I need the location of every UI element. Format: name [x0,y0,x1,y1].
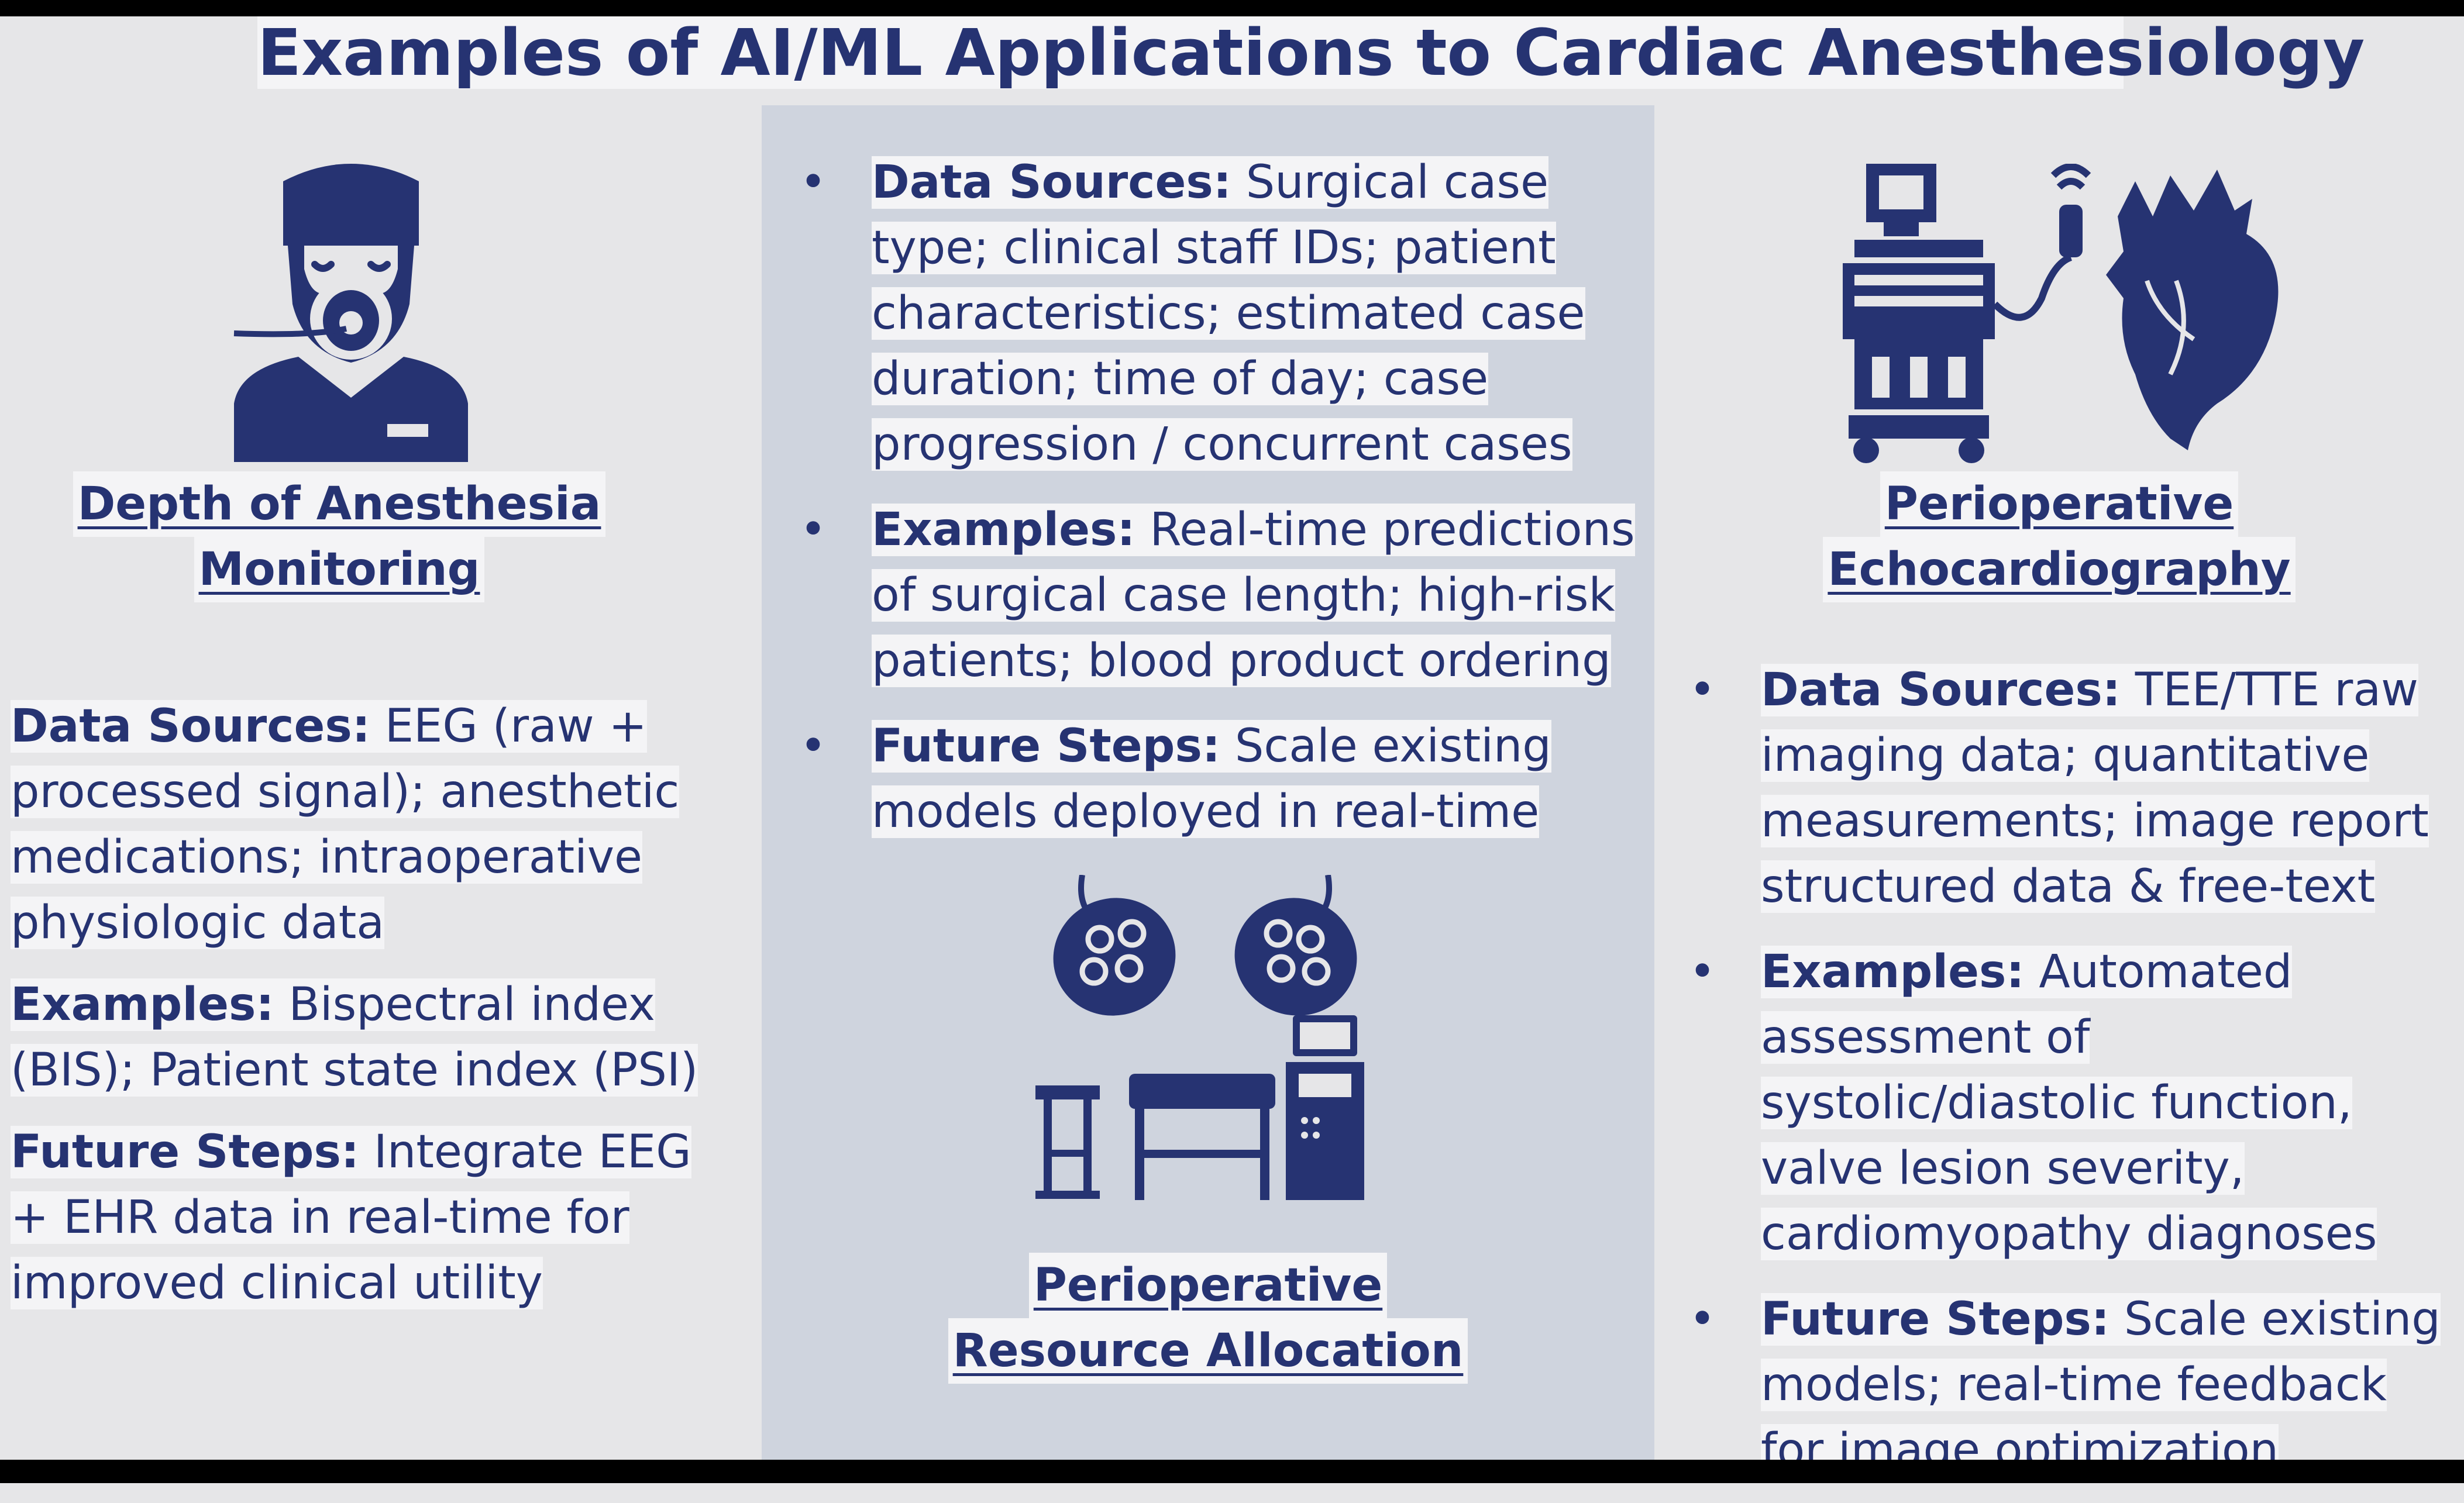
middle-item-text: Real-time predictions of surgical case l… [872,504,1635,687]
right-bullet-list: • Data Sources: TEE/TTE raw imaging data;… [1685,657,2457,1503]
bullet-icon: • [1688,946,1716,998]
right-item-future-steps: •Future Steps: Scale existing models; re… [1685,1287,2457,1483]
middle-item-future-steps: • Future Steps: Scale existing models dep… [796,713,1638,844]
middle-item-data-sources: • Data Sources: Surgical case type; clini… [796,150,1638,477]
top-border [0,0,2464,16]
right-item-label: Future Steps: [1761,1293,2110,1346]
bullet-icon: • [1688,1293,1716,1346]
left-heading-line2: Monitoring [194,537,485,602]
left-item-label: Examples: [11,978,274,1031]
left-item-examples: Examples: Bispectral index (BIS); Patien… [11,972,713,1103]
right-item-text: Automated assessment of systolic/diastol… [1761,946,2377,1260]
right-item-text: TEE/TTE raw imaging data; quantitative m… [1761,664,2429,913]
bottom-border [0,1460,2464,1483]
anesthesiologist-mask-icon [222,158,480,462]
right-heading-line1: Perioperative [1880,471,2239,537]
ultrasound-heart-icon [1843,164,2287,468]
left-heading-line1: Depth of Anesthesia [73,471,606,537]
left-details: Data Sources: EEG (raw + processed signa… [11,694,713,1332]
right-item-label: Data Sources: [1761,664,2121,716]
bullet-icon: • [1688,664,1716,716]
middle-item-label: Examples: [872,504,1135,556]
right-item-label: Examples: [1761,946,2025,998]
left-item-text: EEG (raw + processed signal); anesthetic… [11,700,680,949]
middle-heading: Perioperative Resource Allocation [877,1253,1539,1384]
middle-item-examples: • Examples: Real-time predictions of surg… [796,497,1638,694]
right-item-data-sources: • Data Sources: TEE/TTE raw imaging data;… [1685,657,2457,919]
right-heading-line2: Echocardiography [1823,537,2296,602]
middle-item-text: Scale existing models deployed in real-t… [872,720,1551,838]
left-heading: Depth of Anesthesia Monitoring [23,471,655,602]
middle-item-text: Surgical case type; clinical staff IDs; … [872,156,1585,471]
middle-heading-line2: Resource Allocation [948,1318,1468,1384]
right-heading: Perioperative Echocardiography [1773,471,2346,602]
page-title: Examples of AI/ML Applications to Cardia… [257,15,2365,90]
left-item-label: Future Steps: [11,1126,360,1178]
middle-bullet-list: • Data Sources: Surgical case type; clini… [796,150,1638,864]
bullet-icon: • [799,504,827,556]
operating-room-icon [1035,875,1375,1202]
left-item-label: Data Sources: [11,700,370,753]
left-item-future-steps: Future Steps: Integrate EEG + EHR data i… [11,1119,713,1316]
middle-item-label: Data Sources: [872,156,1231,209]
middle-item-label: Future Steps: [872,720,1221,773]
middle-heading-line1: Perioperative [1028,1253,1388,1318]
left-item-data-sources: Data Sources: EEG (raw + processed signa… [11,694,713,956]
right-item-examples: • Examples: Automated assessment of systo… [1685,939,2457,1267]
bullet-icon: • [799,720,827,773]
left-item-text: Integrate EEG + EHR data in real-time fo… [11,1126,691,1309]
left-item-text: Bispectral index (BIS); Patient state in… [11,978,698,1097]
bullet-icon: • [799,156,827,209]
